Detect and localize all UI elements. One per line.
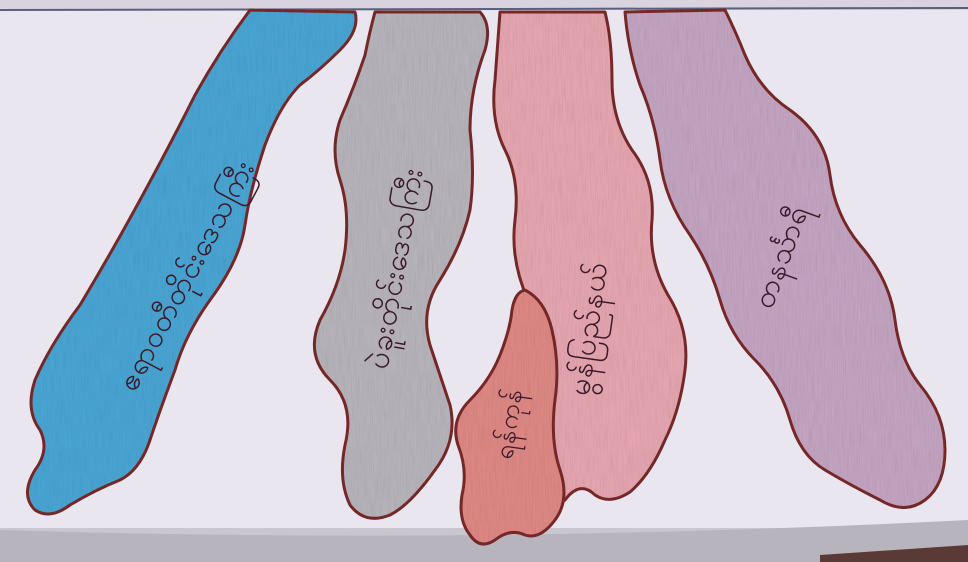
- map-drawing: ဧရာဝတီတိုင်းဒေသကြီး ပဲခူးတိုင်းဒေသကြီး ရ…: [0, 0, 968, 562]
